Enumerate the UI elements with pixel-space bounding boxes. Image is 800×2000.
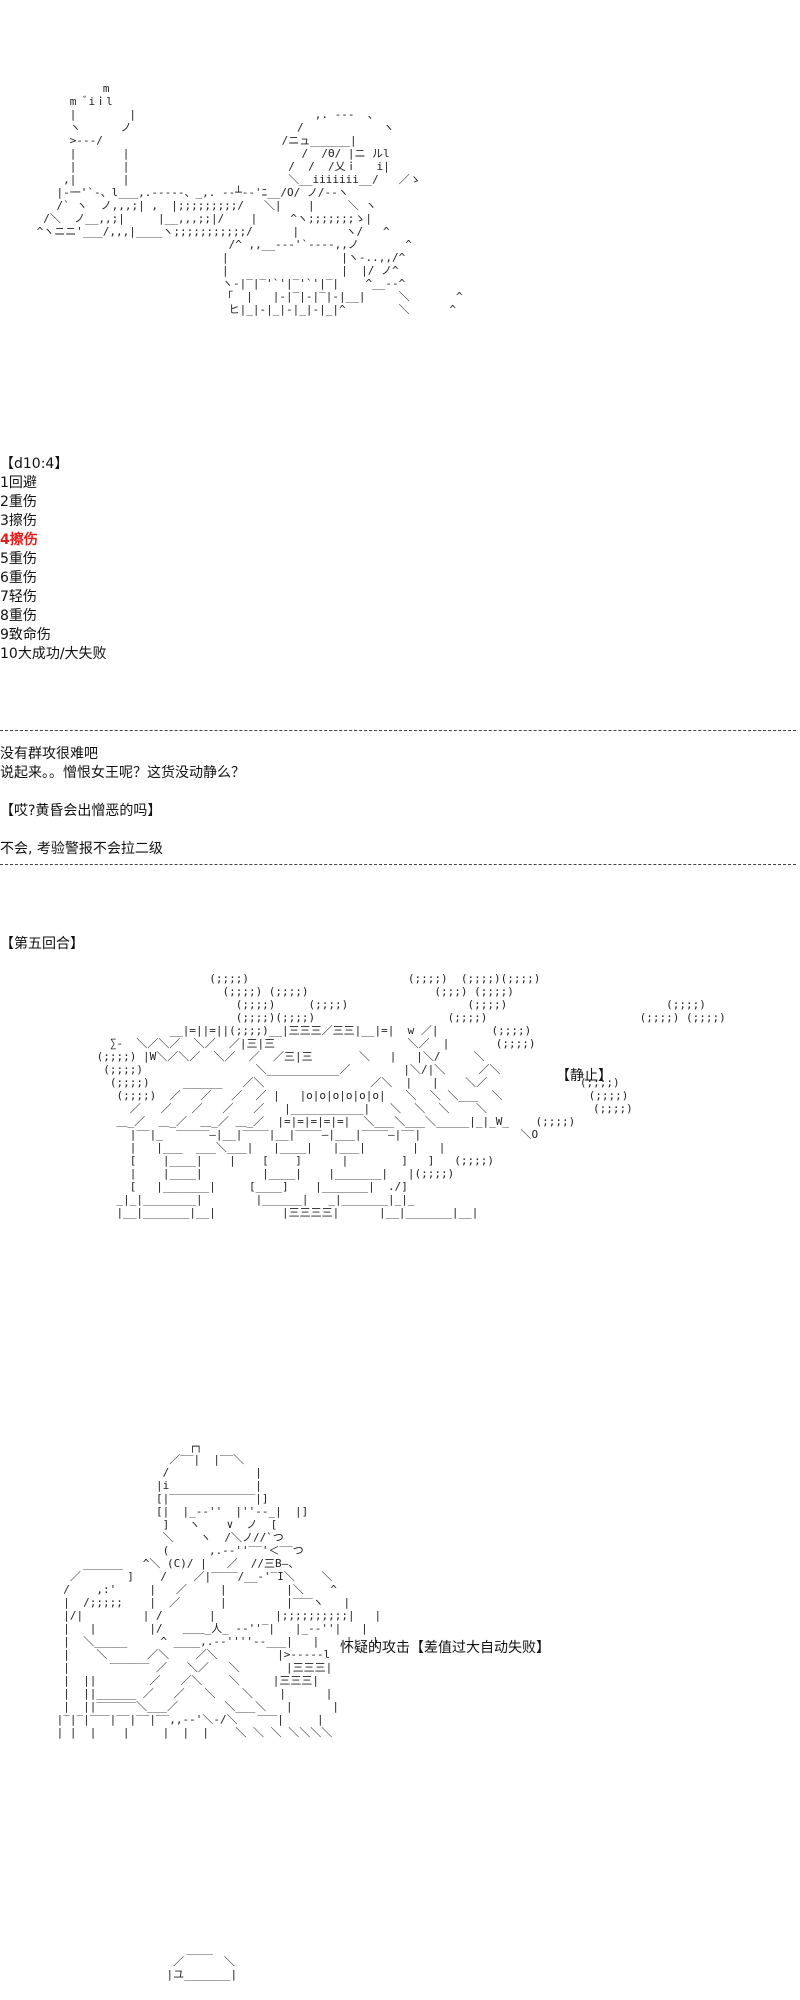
chat-line bbox=[0, 821, 245, 840]
chat-line: 不会, 考验警报不会拉二级 bbox=[0, 841, 163, 857]
divider-top bbox=[0, 730, 796, 731]
round-title: 【第五回合】 bbox=[0, 936, 84, 952]
chat-line: 说起来。。憎恨女王呢？这货没动静么？ bbox=[0, 765, 245, 781]
dice-results-list: 1回避 2重伤 3擦伤 4擦伤 5重伤 6重伤 7轻伤 8重伤 9致命伤 10大… bbox=[0, 474, 107, 664]
ascii-art-building-monster: (;;;;) (;;;;) (;;;;)(;;;;) (;;;;) (;;;;)… bbox=[96, 972, 726, 1219]
attack-label: 怀疑的攻击【差值过大自动失败】 bbox=[340, 1640, 550, 1656]
dice-result-4: 4擦伤 bbox=[0, 532, 38, 548]
dice-result-3: 3擦伤 bbox=[0, 513, 37, 529]
divider-bottom bbox=[0, 864, 796, 865]
status-label: 【静止】 bbox=[556, 1068, 612, 1084]
chat-line: 【哎?黄昏会出憎恶的吗】 bbox=[0, 803, 162, 819]
ascii-art-bottom-figure: ____ ／ ＼ |ユ_______| bbox=[166, 1942, 238, 1981]
dice-result-9: 9致命伤 bbox=[0, 627, 51, 643]
dice-result-5: 5重伤 bbox=[0, 551, 37, 567]
chat-line bbox=[0, 783, 245, 802]
chat-block: 没有群攻很难吧 说起来。。憎恨女王呢？这货没动静么？ 【哎?黄昏会出憎恶的吗】 … bbox=[0, 745, 245, 859]
dice-result-2: 2重伤 bbox=[0, 494, 37, 510]
chat-line: 没有群攻很难吧 bbox=[0, 746, 98, 762]
dice-result-10: 10大成功/大失败 bbox=[0, 646, 107, 662]
dice-result-8: 8重伤 bbox=[0, 608, 37, 624]
dice-result-1: 1回避 bbox=[0, 475, 37, 491]
dice-result-6: 6重伤 bbox=[0, 570, 37, 586]
dice-result-7: 7轻伤 bbox=[0, 589, 37, 605]
ascii-art-raised-fist: m m ﾞiｉl | | ,. -‐- 、 ヽ ノ / ヽ >‐‐‐/ /ニュ_… bbox=[36, 82, 463, 316]
ascii-art-helmeted-figure: ┌┐ ／‾‾| |‾‾＼ / | |i | [|‾‾‾‾‾‾‾‾‾‾‾‾‾|] … bbox=[56, 1440, 382, 1739]
dice-header: 【d10:4】 bbox=[0, 456, 69, 472]
